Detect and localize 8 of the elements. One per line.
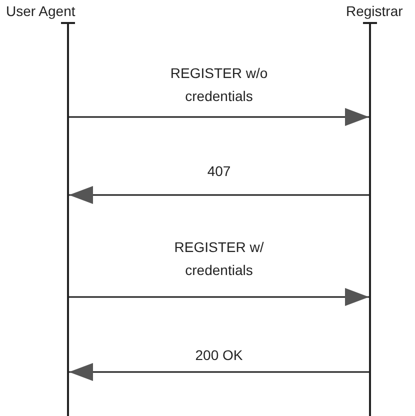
- lifeline: [369, 24, 371, 416]
- message-arrow: [69, 363, 369, 381]
- participant-label: Registrar: [346, 2, 403, 20]
- message-arrow: [69, 186, 369, 204]
- lifeline: [67, 24, 69, 416]
- participant-label: User Agent: [6, 2, 76, 20]
- message-arrow: [69, 108, 369, 126]
- message-arrow: [69, 288, 369, 306]
